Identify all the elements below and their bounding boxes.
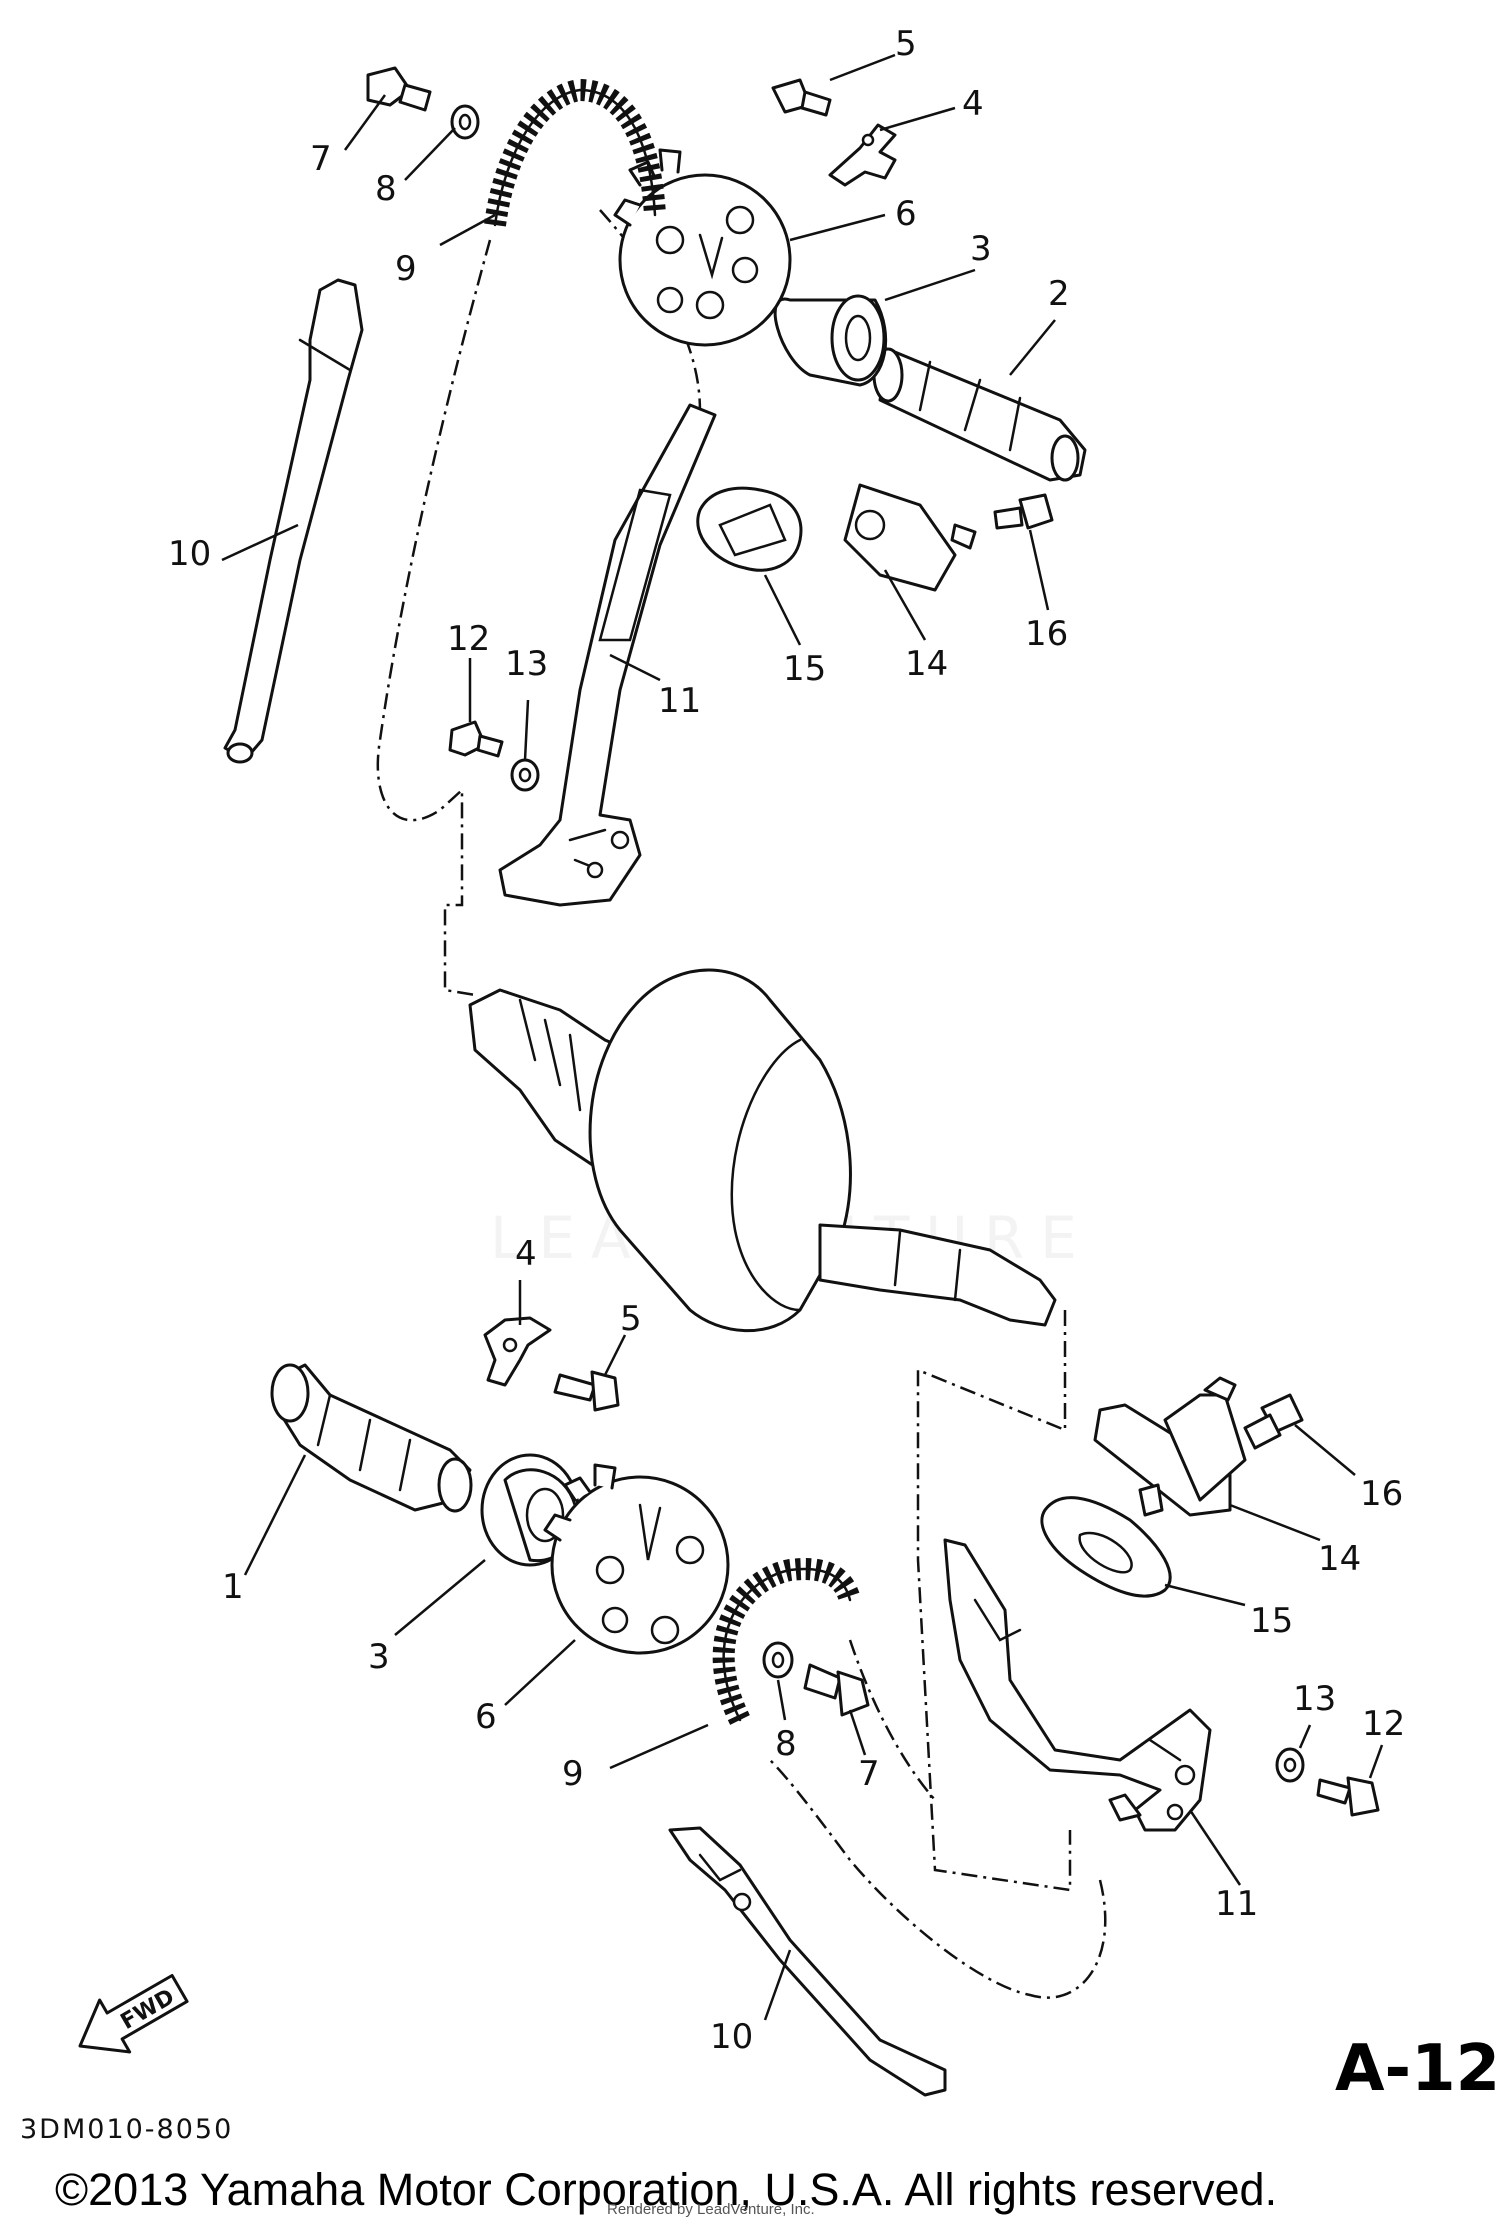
callout-5-top: 5: [895, 24, 917, 64]
gasket-15-top: [696, 486, 803, 572]
callout-5-bottom: 5: [620, 1299, 642, 1339]
bolt-16-top: [993, 493, 1054, 530]
callout-9-bottom: 9: [562, 1754, 584, 1794]
rendered-by-note: Rendered by LeadVenture, Inc.: [607, 2201, 815, 2218]
callout-11-bottom: 11: [1215, 1884, 1258, 1924]
chain-path-line-top: [376, 239, 492, 997]
callout-3-top: 3: [970, 229, 992, 269]
chain-guide-10-bottom: [668, 1826, 947, 2097]
callout-16-bottom: 16: [1360, 1474, 1403, 1514]
callout-8-bottom: 8: [775, 1724, 797, 1764]
tensioner-guide-11-top: [498, 403, 717, 907]
camshaft-top: [872, 347, 1087, 482]
callout-4-top: 4: [962, 84, 984, 124]
tensioner-14-top: [843, 483, 977, 592]
bolt-5-bottom: [553, 1370, 620, 1412]
callout-4-bottom: 4: [515, 1234, 537, 1274]
washer-8-top: [450, 104, 480, 140]
callout-16-top: 16: [1025, 614, 1068, 654]
diagram-code: 3DM010-8050: [20, 2114, 233, 2145]
fwd-arrow-icon: FWD: [78, 1973, 189, 2054]
callout-13-bottom: 13: [1293, 1679, 1336, 1719]
callout-6-bottom: 6: [475, 1697, 497, 1737]
washer-13-bottom: [1275, 1747, 1305, 1783]
leader-lines: [221, 53, 1384, 2021]
callout-15-bottom: 15: [1250, 1601, 1293, 1641]
bolt-7-bottom: [803, 1663, 870, 1717]
callout-9-top: 9: [395, 249, 417, 289]
bolt-16-bottom: [1243, 1393, 1304, 1450]
cam-chain-top: [484, 78, 666, 227]
callout-7-bottom: 7: [858, 1754, 880, 1794]
callout-12-top: 12: [447, 619, 490, 659]
lock-plate-4-top: [828, 123, 897, 187]
callouts-top: 5 4 7 8 6 9 3 2 10 12 13 11 15 14 16: [168, 24, 1070, 721]
callout-14-bottom: 14: [1318, 1539, 1361, 1579]
callout-14-top: 14: [905, 644, 948, 684]
callout-7-top: 7: [310, 139, 332, 179]
callout-3-bottom: 3: [368, 1637, 390, 1677]
cam-sprocket-bottom: [543, 1463, 730, 1655]
camshaft-bottom: [270, 1363, 473, 1513]
callout-2-top: 2: [1048, 274, 1070, 314]
callout-12-bottom: 12: [1362, 1704, 1405, 1744]
chain-path-line-bottom-3: [848, 1639, 936, 1801]
callouts-bottom: 4 5 16 14 15 1 3 6 8 7 9 13 12 11 10: [222, 1234, 1405, 2057]
tensioner-guide-11-bottom: [943, 1538, 1212, 1832]
bolt-7-top: [366, 66, 432, 112]
bolt-12-bottom: [1316, 1776, 1380, 1817]
chain-path-line-bottom: [916, 1310, 1072, 1892]
chain-path-line-bottom-2: [769, 1759, 1107, 1999]
callout-1-bottom: 1: [222, 1567, 244, 1607]
callout-11-top: 11: [658, 681, 701, 721]
gasket-15-bottom: [1040, 1496, 1172, 1598]
crankshaft: [468, 968, 1057, 1333]
callout-6-top: 6: [895, 194, 917, 234]
callout-8-top: 8: [375, 169, 397, 209]
lock-plate-4-bottom: [483, 1316, 552, 1387]
callout-15-top: 15: [783, 649, 826, 689]
washer-13-top: [510, 758, 540, 792]
washer-8-bottom: [762, 1641, 794, 1679]
callout-10-top: 10: [168, 534, 211, 574]
callout-13-top: 13: [505, 644, 548, 684]
cam-sprocket-top: [613, 148, 792, 347]
copyright-notice: ©2013 Yamaha Motor Corporation, U.S.A. A…: [55, 2164, 1277, 2215]
cam-chain-bottom: [712, 1558, 861, 1725]
chain-guide-10-top: [223, 278, 364, 764]
cam-weight-top: [773, 294, 888, 387]
callout-10-bottom: 10: [710, 2017, 753, 2057]
figure-label: A-12: [1335, 2032, 1500, 2106]
bolt-12-top: [448, 720, 504, 758]
bolt-5-top: [771, 78, 832, 117]
tensioner-14-bottom: [1093, 1376, 1247, 1517]
